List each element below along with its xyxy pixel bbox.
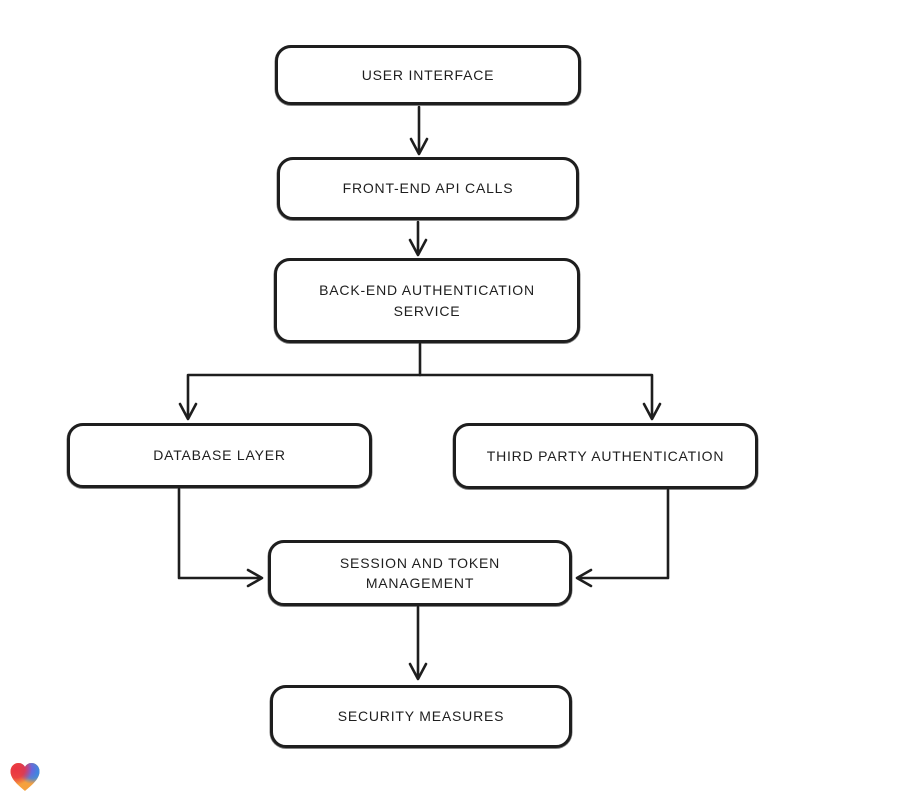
node-label: THIRD PARTY AUTHENTICATION <box>486 447 725 464</box>
node-label-line-1: BACK-END AUTHENTICATION <box>319 282 535 299</box>
node-label: SECURITY MEASURES <box>337 708 505 725</box>
edge-user-interface-to-front-end <box>409 105 429 156</box>
edge-session-to-security <box>408 605 428 681</box>
node-label-line-2: SERVICE <box>393 302 461 319</box>
edge-database-to-session <box>177 487 264 588</box>
node-label: DATABASE LAYER <box>153 447 286 464</box>
node-database-layer: DATABASE LAYER <box>67 423 372 488</box>
node-third-party-authentication: THIRD PARTY AUTHENTICATION <box>453 423 758 489</box>
node-back-end-authentication-service: BACK-END AUTHENTICATION SERVICE <box>274 258 580 343</box>
edge-third-party-to-session <box>575 488 670 588</box>
edge-front-end-to-back-end <box>408 220 428 257</box>
node-label-line-1: SESSION AND TOKEN <box>339 554 501 571</box>
edge-back-end-branch <box>178 342 662 421</box>
node-security-measures: SECURITY MEASURES <box>270 685 572 748</box>
heart-icon <box>10 763 40 791</box>
node-front-end-api-calls: FRONT-END API CALLS <box>277 157 579 220</box>
node-label-line-2: MANAGEMENT <box>365 575 475 591</box>
node-session-and-token-management: SESSION AND TOKEN MANAGEMENT <box>268 540 572 606</box>
heart-gradient-logo-badge[interactable] <box>8 761 42 795</box>
node-label: FRONT-END API CALLS <box>342 180 514 197</box>
node-user-interface: USER INTERFACE <box>275 45 581 105</box>
node-label: USER INTERFACE <box>361 66 495 83</box>
